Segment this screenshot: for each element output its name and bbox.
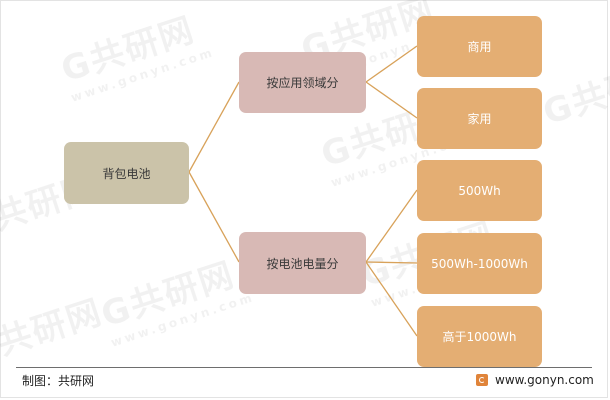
connector-branch-1-to-leaf-1 xyxy=(365,45,418,83)
leaf-node-500-1000wh: 500Wh-1000Wh xyxy=(417,233,542,294)
leaf-node-commercial: 商用 xyxy=(417,16,542,77)
connector-root-to-branch-1 xyxy=(188,81,240,173)
connector-branch-2-to-leaf-4 xyxy=(365,261,418,264)
footer-credit: 制图：共研网 xyxy=(22,374,95,388)
branch-node-capacity: 按电池电量分 xyxy=(239,232,366,294)
brand-logo-icon xyxy=(476,374,488,386)
leaf-node-above-1000wh: 高于1000Wh xyxy=(417,306,542,367)
leaf-node-household: 家用 xyxy=(417,88,542,149)
connector-branch-2-to-leaf-5 xyxy=(365,261,418,337)
connector-branch-1-to-leaf-2 xyxy=(365,81,418,119)
connector-branch-2-to-leaf-3 xyxy=(365,189,418,263)
footer-site-url: www.gonyn.com xyxy=(495,373,594,387)
branch-node-application: 按应用领域分 xyxy=(239,52,366,113)
connector-root-to-branch-2 xyxy=(188,171,240,263)
root-node: 背包电池 xyxy=(64,142,189,204)
leaf-node-500wh: 500Wh xyxy=(417,160,542,221)
footer-divider xyxy=(16,367,592,368)
footer-site: www.gonyn.com xyxy=(476,373,594,387)
